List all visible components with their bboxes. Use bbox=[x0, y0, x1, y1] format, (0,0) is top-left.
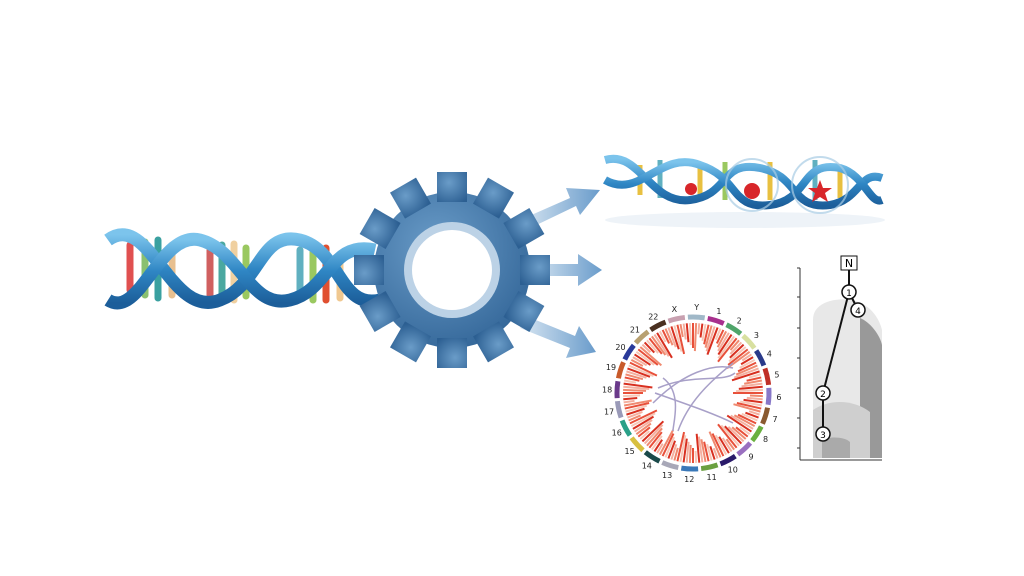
svg-text:9: 9 bbox=[749, 452, 754, 461]
svg-text:1: 1 bbox=[846, 289, 852, 299]
dna-helix-variants bbox=[603, 154, 885, 228]
svg-text:4: 4 bbox=[767, 349, 772, 358]
svg-text:Y: Y bbox=[693, 303, 699, 312]
svg-text:19: 19 bbox=[606, 363, 616, 372]
mutation-dot-icon bbox=[744, 183, 760, 199]
svg-text:5: 5 bbox=[774, 370, 779, 379]
svg-text:14: 14 bbox=[642, 462, 652, 471]
svg-text:12: 12 bbox=[684, 475, 694, 484]
svg-text:8: 8 bbox=[763, 435, 768, 444]
svg-text:4: 4 bbox=[855, 307, 861, 317]
svg-text:22: 22 bbox=[648, 313, 658, 322]
svg-text:1: 1 bbox=[716, 307, 721, 316]
svg-text:X: X bbox=[672, 305, 678, 314]
svg-text:17: 17 bbox=[604, 408, 614, 417]
svg-text:2: 2 bbox=[737, 316, 742, 325]
svg-text:11: 11 bbox=[707, 473, 717, 482]
output-arrows bbox=[520, 188, 602, 358]
svg-text:2: 2 bbox=[820, 390, 826, 400]
svg-text:6: 6 bbox=[776, 393, 781, 402]
svg-text:N: N bbox=[845, 257, 853, 270]
svg-text:15: 15 bbox=[625, 447, 635, 456]
dna-helix-input bbox=[104, 228, 382, 310]
svg-text:10: 10 bbox=[728, 465, 738, 474]
svg-text:3: 3 bbox=[820, 431, 826, 441]
svg-text:3: 3 bbox=[754, 331, 759, 340]
svg-text:13: 13 bbox=[662, 471, 672, 480]
gear-icon bbox=[354, 172, 550, 368]
mutation-dot-icon bbox=[685, 183, 697, 195]
svg-text:20: 20 bbox=[615, 343, 625, 352]
svg-text:16: 16 bbox=[612, 429, 622, 438]
mutation-star-icon bbox=[808, 180, 832, 202]
svg-text:7: 7 bbox=[772, 415, 777, 424]
svg-text:21: 21 bbox=[630, 326, 640, 335]
clonal-tree-plot: N 1 2 3 4 bbox=[797, 255, 882, 461]
svg-text:18: 18 bbox=[602, 385, 612, 394]
